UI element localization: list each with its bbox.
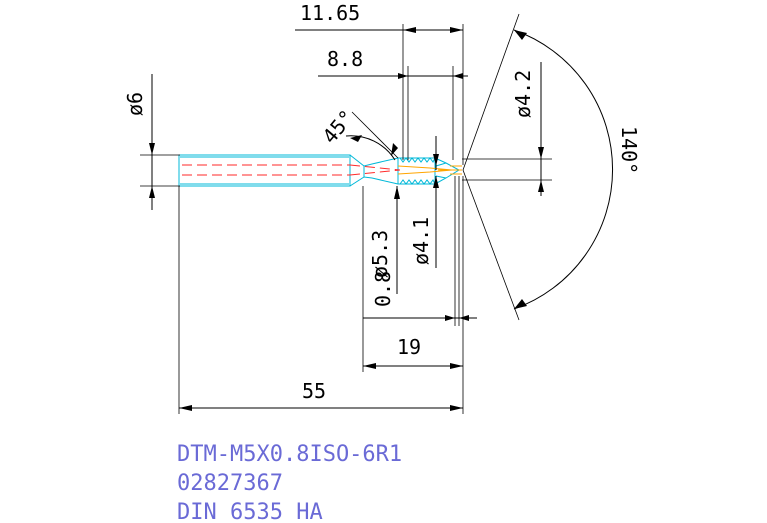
dim-label-19: 19: [397, 335, 421, 359]
dim-label-diameter-6: ø6: [123, 92, 147, 116]
coolant-bore: [182, 164, 401, 176]
caption-part-number: DTM-M5X0.8ISO-6R1: [177, 442, 402, 467]
dimension-0-8: 0.8: [363, 176, 477, 326]
dim-label-diameter-4-1: ø4.1: [409, 217, 433, 265]
dimension-chamfer-45: 45°: [317, 105, 399, 161]
dim-label-11-65: 11.65: [300, 1, 360, 25]
caption-standard: DIN 6535 HA: [177, 500, 323, 523]
dim-label-45-degrees: 45°: [317, 105, 359, 148]
dimension-diameter-6: ø6: [123, 74, 180, 210]
dim-label-0-8: 0.8: [371, 271, 395, 307]
tip-point: [397, 165, 462, 175]
thread-section: [397, 157, 436, 185]
neck-taper-bottom: [349, 176, 399, 187]
tool-body: [178, 154, 461, 187]
dimension-overall-length: 55: [178, 176, 464, 414]
dimension-diameter-4-2: ø4.2: [462, 62, 552, 196]
dim-label-diameter-4-2: ø4.2: [511, 70, 535, 118]
dimension-11-65: 11.65: [295, 1, 464, 165]
part-caption: DTM-M5X0.8ISO-6R1 02827367 DIN 6535 HA: [177, 442, 402, 523]
dim-label-140-degrees: 140°: [617, 126, 641, 174]
dimension-diameter-5-3: ø5.3: [368, 186, 400, 294]
dimension-19: 19: [362, 186, 463, 372]
dim-label-diameter-5-3: ø5.3: [368, 230, 392, 278]
dim-label-55: 55: [302, 379, 326, 403]
shank-outline: [178, 154, 351, 187]
dimension-8-8: 8.8: [318, 47, 468, 160]
dim-label-8-8: 8.8: [327, 47, 363, 71]
neck-taper-top: [349, 154, 399, 167]
caption-article-number: 02827367: [177, 471, 283, 496]
dimension-diameter-4-1: ø4.1: [409, 136, 439, 268]
dimension-point-angle-140: 140°: [462, 13, 641, 321]
